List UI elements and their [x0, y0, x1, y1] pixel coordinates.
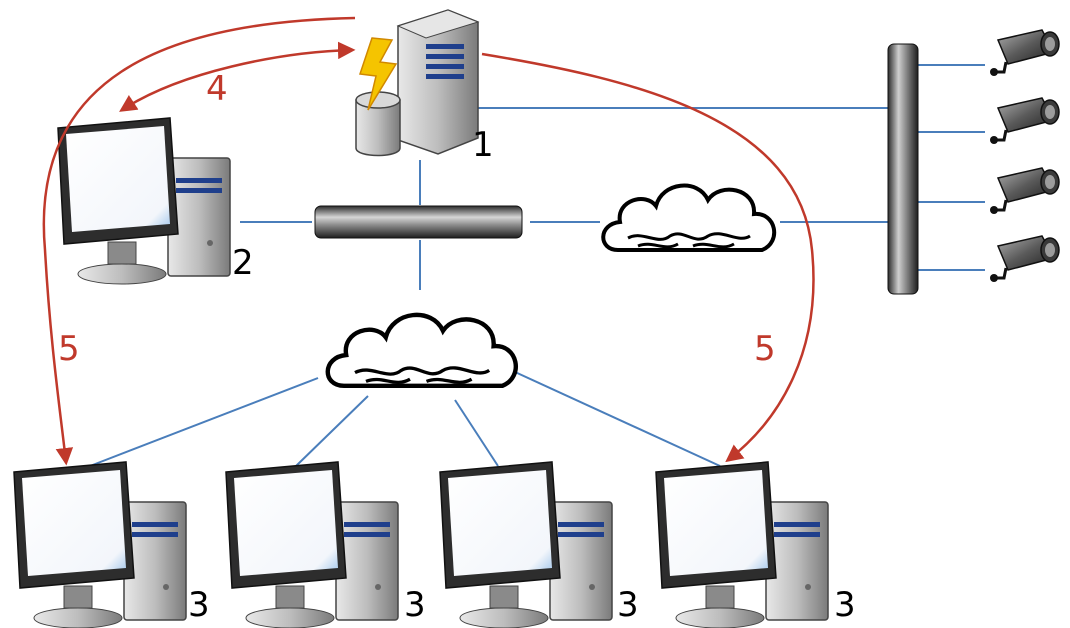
workstation-icon — [13, 461, 187, 628]
label-client: 3 — [404, 585, 426, 625]
label-client: 3 — [188, 585, 210, 625]
camera-icon — [988, 234, 1061, 284]
workstation-icon — [655, 461, 829, 628]
link-cloud-client-2 — [295, 395, 369, 467]
link-cloud-client-3 — [454, 399, 499, 467]
camera-bus-icon — [887, 43, 919, 295]
camera-icon — [988, 96, 1061, 146]
cloud-icon — [601, 183, 777, 252]
label-client: 3 — [834, 585, 856, 625]
workstation-icon — [57, 117, 231, 285]
label-flow-client-left: 5 — [58, 329, 80, 369]
workstation-icon — [439, 461, 613, 628]
bidirectional-arrow-icon — [119, 41, 356, 112]
arrow-icon — [481, 52, 815, 463]
cloud-icon — [328, 315, 516, 386]
label-flow-management: 4 — [206, 69, 228, 109]
label-server: 1 — [472, 125, 494, 165]
label-flow-client-right: 5 — [754, 329, 776, 369]
server-icon — [355, 9, 480, 157]
lightning-icon — [358, 37, 398, 111]
workstation-icon — [225, 461, 399, 628]
link-cloud-client-1 — [89, 377, 319, 467]
network-bus-icon — [314, 205, 523, 239]
label-client: 3 — [617, 585, 639, 625]
camera-icon — [988, 28, 1061, 78]
link-cloud-client-4 — [514, 371, 721, 467]
camera-icon — [988, 166, 1061, 216]
network-links — [89, 64, 985, 467]
arrow-icon — [42, 16, 356, 466]
label-management-client: 2 — [232, 243, 254, 283]
